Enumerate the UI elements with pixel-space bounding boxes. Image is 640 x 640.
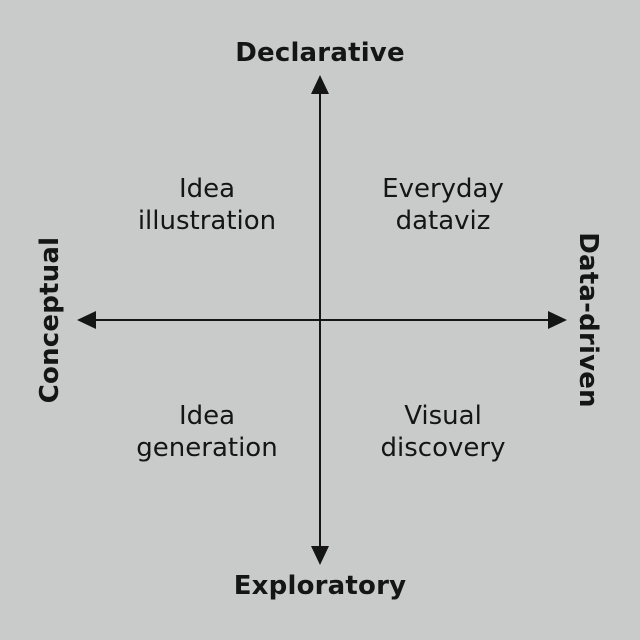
arrow-down-icon (311, 546, 329, 565)
quadrant-label-line: dataviz (395, 206, 491, 236)
axis-label-conceptual: Conceptual (35, 236, 65, 404)
quadrant-label-line: Everyday (382, 174, 504, 204)
quadrant-visual-discovery: Visual discovery (333, 400, 553, 464)
quadrant-everyday-dataviz: Everyday dataviz (333, 173, 553, 237)
arrow-left-icon (77, 311, 96, 329)
quadrant-label-line: illustration (137, 206, 277, 236)
axis-label-declarative: Declarative (235, 38, 405, 68)
quadrant-label-line: Idea (178, 401, 236, 431)
quadrant-label-line: generation (136, 433, 278, 463)
quadrant-idea-generation: Idea generation (97, 400, 317, 464)
quadrant-label-line: discovery (380, 433, 506, 463)
axis-label-exploratory: Exploratory (233, 571, 407, 601)
arrow-right-icon (548, 311, 567, 329)
quadrant-label-line: Visual (404, 401, 482, 431)
quadrant-label-line: Idea (178, 174, 236, 204)
quadrant-idea-illustration: Idea illustration (97, 173, 317, 237)
arrow-up-icon (311, 75, 329, 94)
axis-label-data-driven: Data-driven (573, 232, 603, 408)
